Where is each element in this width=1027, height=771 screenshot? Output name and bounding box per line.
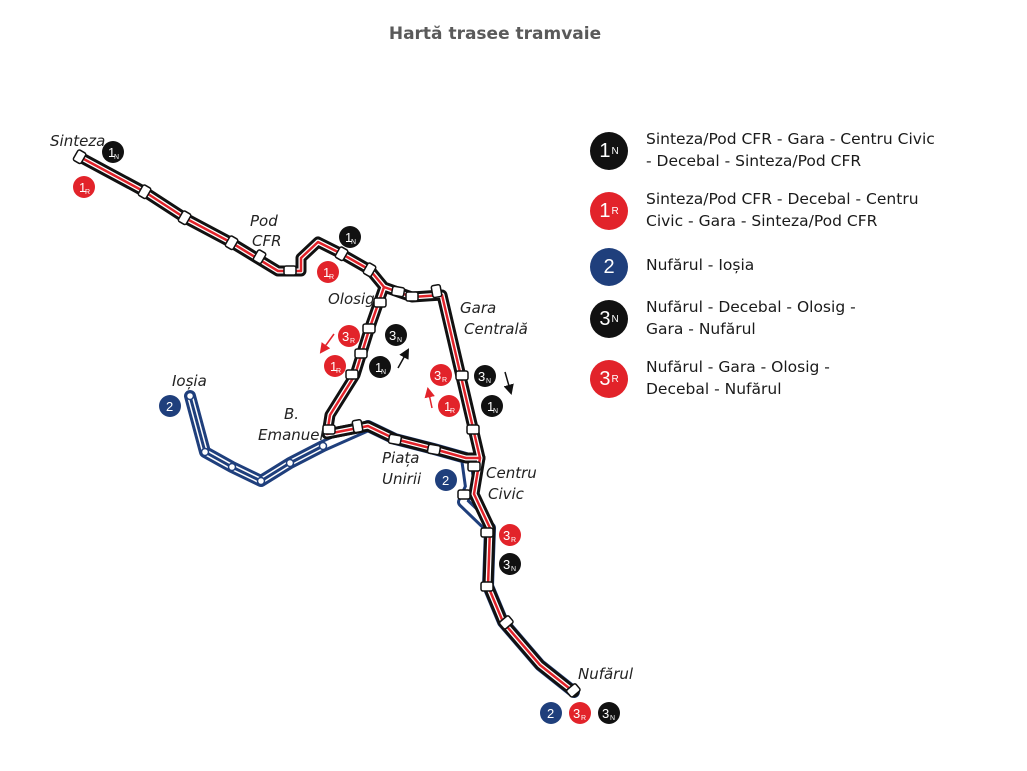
svg-text:N: N [397,337,402,344]
badge-3n-nufarul: 3 N [598,702,620,724]
badge-3r-nufarul: 3 R [569,702,591,724]
arrow-3r-dir-2 [424,386,435,409]
badge-3n-gara: 3 N [474,365,496,387]
svg-text:3: 3 [573,706,580,721]
badge-1r-pod: 1 R [317,261,339,283]
badge-1r-olosig: 1 R [324,355,346,377]
badge-1r-gara: 1 R [438,395,460,417]
legend-item-2: 2 Nufărul - Ioșia [590,248,1010,296]
badge-2-iosia: 2 [159,395,181,417]
legend-text-1n: Sinteza/Pod CFR - Gara - Centru Civic- D… [646,130,935,170]
station-centru: Centru [486,464,537,482]
arrow-3n-dir [397,348,410,369]
badge-1r-sinteza: 1 R [73,176,95,198]
svg-text:N: N [511,566,516,573]
badge-2-piata: 2 [435,469,457,491]
svg-text:3: 3 [503,528,510,543]
station-civic: Civic [488,485,525,503]
station-cfr: CFR [252,232,282,250]
svg-text:N: N [493,408,498,415]
svg-text:N: N [351,239,356,246]
svg-text:N: N [610,715,615,722]
station-nufarul: Nufărul [578,665,634,683]
station-olosig: Olosig [328,290,375,308]
station-emanuel: Emanuel [258,426,325,444]
svg-text:1: 1 [79,180,86,195]
badge-3n-olosig: 3 N [385,324,407,346]
station-ticks [72,149,581,698]
station-piata: Piața [382,449,419,467]
svg-text:R: R [450,408,455,415]
station-gara: Gara [460,299,496,317]
svg-text:N: N [114,154,119,161]
badge-3n-civic: 3 N [499,553,521,575]
svg-text:3: 3 [389,328,396,343]
route-2-line [184,390,580,698]
svg-text:3: 3 [503,557,510,572]
legend-badge-2: 2 [590,248,628,286]
svg-text:R: R [581,715,586,722]
badge-1n-sinteza: 1 N [102,141,124,163]
svg-text:2: 2 [547,706,554,721]
svg-text:1: 1 [487,399,494,414]
svg-text:R: R [511,537,516,544]
station-b: B. [284,405,299,423]
svg-text:3: 3 [478,369,485,384]
station-pod: Pod [250,212,278,230]
svg-text:3: 3 [342,329,349,344]
badge-1n-gara: 1 N [481,395,503,417]
svg-text:1: 1 [323,265,330,280]
station-sinteza: Sinteza [50,132,105,150]
svg-text:2: 2 [442,473,449,488]
page-title: Hartă trasee tramvaie [388,24,602,44]
svg-text:N: N [486,378,491,385]
badge-1n-pod: 1 N [339,226,361,248]
svg-text:1: 1 [345,230,352,245]
svg-text:R: R [329,274,334,281]
badge-3r-civic: 3 R [499,524,521,546]
badge-3r-gara: 3 R [430,364,452,386]
map-badges: 1 N 1 R 1 N 1 R 3 R 3 N 1 R 1 N 3 R 3 N [73,141,620,724]
svg-text:1: 1 [444,399,451,414]
svg-text:2: 2 [166,399,173,414]
station-unirii: Unirii [382,470,422,488]
badge-2-nufarul: 2 [540,702,562,724]
arrow-3r-dir [319,333,335,354]
station-iosia: Ioșia [172,372,207,390]
svg-text:R: R [442,377,447,384]
blue-station-dots [185,391,328,486]
badge-3r-olosig: 3 R [338,325,360,347]
station-centrala: Centrală [464,320,528,338]
svg-text:3: 3 [434,368,441,383]
badge-1n-olosig: 1 N [369,356,391,378]
legend-text-3r: Nufărul - Gara - Olosig -Decebal - Nufăr… [646,358,830,398]
svg-text:1: 1 [375,360,382,375]
legend-text-3n: Nufărul - Decebal - Olosig -Gara - Nufăr… [646,298,856,338]
svg-text:R: R [336,368,341,375]
svg-text:1: 1 [330,359,337,374]
svg-text:1: 1 [108,145,115,160]
svg-text:R: R [350,338,355,345]
svg-text:R: R [85,189,90,196]
legend-text-2: Nufărul - Ioșia [646,256,755,274]
arrow-3n-dir-2 [503,371,514,396]
svg-text:3: 3 [602,706,609,721]
svg-text:N: N [381,369,386,376]
